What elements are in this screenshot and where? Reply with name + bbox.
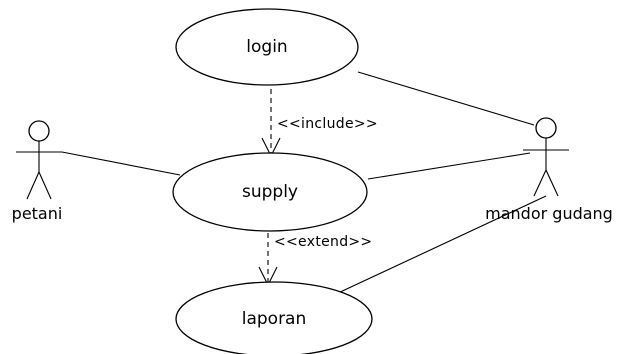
use-case-laporan-shape (175, 281, 373, 354)
use-case-supply-label: supply (242, 182, 298, 202)
assoc-login-mandor (357, 71, 535, 126)
actor-petani[interactable]: petani (12, 120, 63, 223)
use-case-login-label: login (246, 37, 287, 57)
actor-petani-leg-right (38, 171, 52, 200)
extend-stereotype-label: <<extend>> (274, 234, 372, 250)
assoc-supply-mandor (367, 152, 531, 180)
assoc-laporan-mandor (335, 195, 547, 295)
actor-mandor-gudang-leg-right (545, 169, 559, 197)
use-case-login-shape (175, 8, 359, 86)
use-case-laporan[interactable]: laporan (175, 281, 373, 354)
actor-mandor-gudang-leg-left (533, 169, 547, 197)
include-stereotype-label: <<include>> (277, 116, 378, 132)
actor-mandor-gudang[interactable]: mandor gudang (485, 117, 613, 223)
actor-petani-head (28, 120, 50, 142)
assoc-petani-supply (61, 151, 181, 176)
use-case-login[interactable]: login (175, 8, 359, 86)
actor-petani-label: petani (12, 204, 63, 223)
use-case-supply[interactable]: supply (172, 152, 368, 232)
actor-petani-leg-left (26, 171, 40, 200)
use-case-supply-shape (172, 152, 368, 232)
actor-mandor-gudang-label: mandor gudang (485, 204, 613, 223)
actor-mandor-gudang-head (535, 117, 557, 139)
use-case-laporan-label: laporan (242, 309, 307, 329)
